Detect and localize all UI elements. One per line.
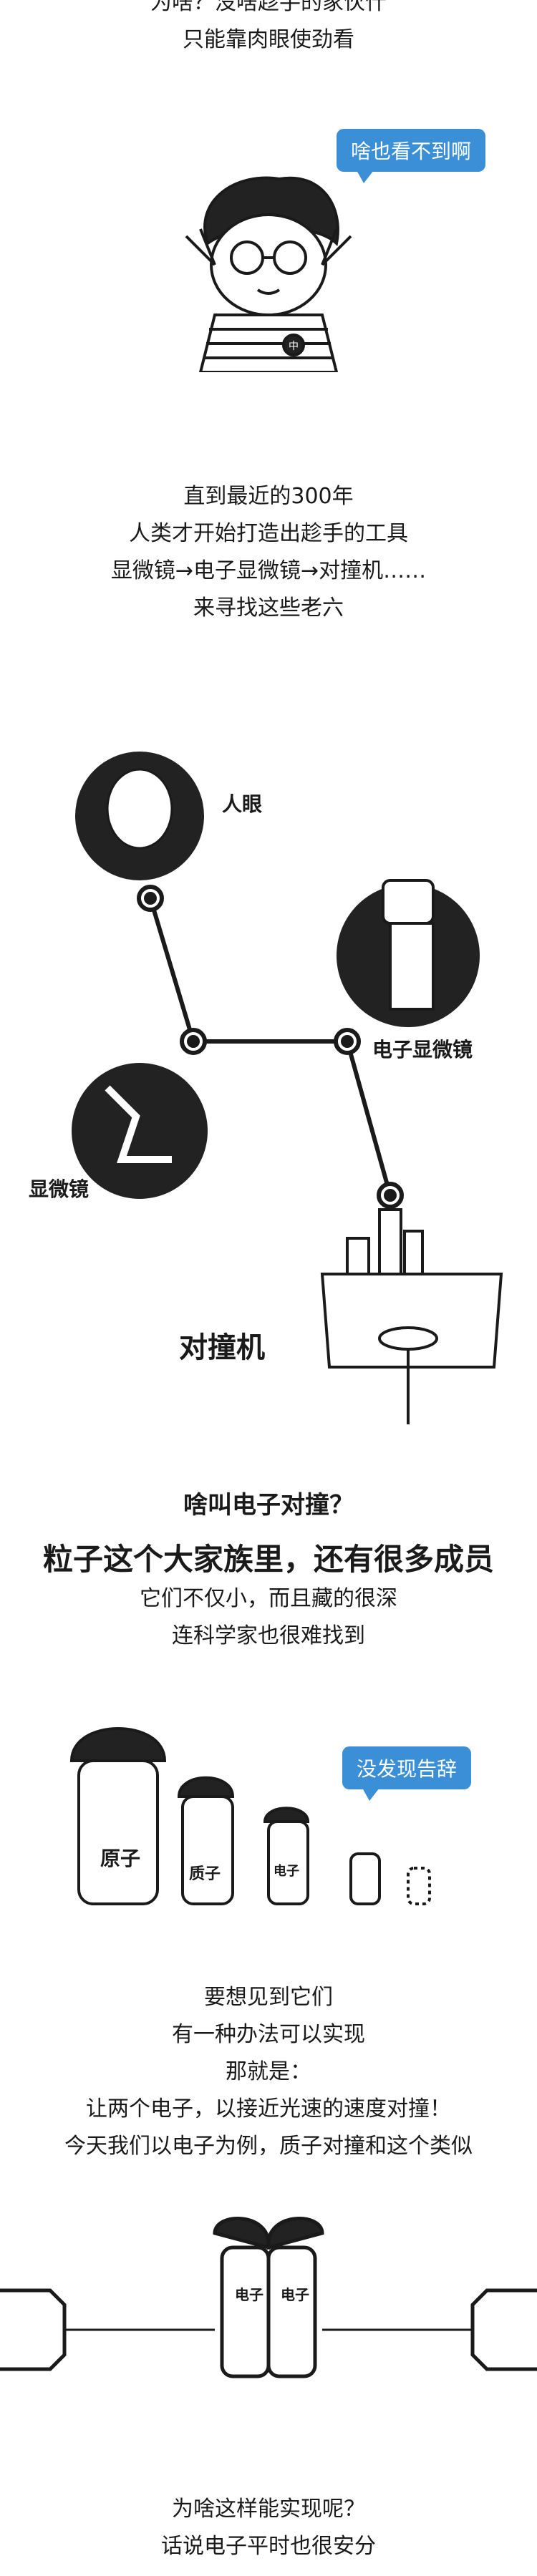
tools-line-2: 人类才开始打造出趁手的工具 <box>129 521 408 546</box>
particles-heading: 粒子这个大家族里，还有很多成员 <box>42 1542 494 1577</box>
tools-text: 直到最近的300年 人类才开始打造出趁手的工具 显微镜→电子显微镜→对撞机…… … <box>0 478 537 627</box>
particle-family-illustration <box>69 1727 431 1905</box>
particles-line-1: 它们不仅小，而且藏的很深 <box>140 1586 397 1611</box>
boy-with-glasses-illustration: 中 <box>185 176 352 372</box>
electron-collision-illustration <box>0 2217 537 2378</box>
intro-line-1: 为啥？没啥趁手的家伙什 <box>150 0 387 15</box>
collision-line-5: 今天我们以电子为例，质子对撞和这个类似 <box>64 2134 473 2159</box>
label-electron: 电子 <box>274 1864 299 1879</box>
label-atom: 原子 <box>100 1847 141 1870</box>
tools-line-4: 来寻找这些老六 <box>193 596 344 621</box>
collision-line-4: 让两个电子，以接近光速的速度对撞！ <box>86 2096 451 2121</box>
particles-line-2: 连科学家也很难找到 <box>172 1623 365 1648</box>
label-collider: 对撞机 <box>179 1331 265 1364</box>
shirt-logo: 中 <box>289 341 299 352</box>
closing-text: 为啥这样能实现呢？ 话说电子平时也很安分 <box>0 2491 537 2565</box>
intro-text: 为啥？没啥趁手的家伙什 只能靠肉眼使劲看 <box>0 0 537 59</box>
tools-line-1: 直到最近的300年 <box>183 484 354 509</box>
particles-text: 粒子这个大家族里，还有很多成员 它们不仅小，而且藏的很深 连科学家也很难找到 <box>0 1539 537 1655</box>
section-title: 啥叫电子对撞？ <box>183 1491 354 1520</box>
collision-text: 要想见到它们 有一种办法可以实现 那就是： 让两个电子，以接近光速的速度对撞！ … <box>0 1979 537 2165</box>
collision-line-1: 要想见到它们 <box>204 1985 333 2010</box>
speech-bubble-nothing-seen: 啥也看不到啊 <box>337 129 486 183</box>
label-electron-left: 电子 <box>235 2286 263 2303</box>
collision-line-2: 有一种办法可以实现 <box>172 2022 365 2047</box>
speech-bubble-not-found: 没发现告辞 <box>342 1746 472 1801</box>
closing-line-1: 为啥这样能实现呢？ <box>172 2497 365 2522</box>
tools-evolution-diagram <box>72 752 503 1424</box>
label-electron-microscope: 电子显微镜 <box>372 1038 473 1061</box>
intro-line-2: 只能靠肉眼使劲看 <box>183 27 354 52</box>
label-proton: 质子 <box>189 1865 221 1883</box>
closing-line-2: 话说电子平时也很安分 <box>161 2534 376 2559</box>
label-human-eye: 人眼 <box>222 792 263 816</box>
label-electron-right: 电子 <box>281 2286 309 2303</box>
label-microscope: 显微镜 <box>29 1177 90 1201</box>
tools-line-3: 显微镜→电子显微镜→对撞机…… <box>110 558 427 583</box>
collision-line-3: 那就是： <box>226 2059 311 2084</box>
